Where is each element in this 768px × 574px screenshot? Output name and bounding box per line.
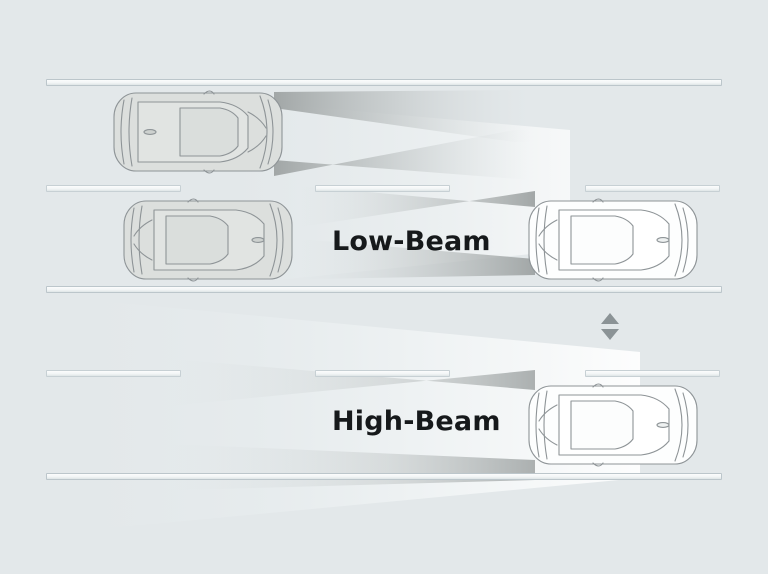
road-dash-5 <box>315 370 450 377</box>
road-dash-1 <box>46 185 181 192</box>
road-line-bottom-solid <box>46 473 722 480</box>
ego-car-low <box>523 196 703 284</box>
oncoming-car-upper <box>108 88 288 176</box>
road-dash-6 <box>585 370 720 377</box>
road-line-top-solid <box>46 79 722 86</box>
low-beam-label: Low-Beam <box>332 226 491 257</box>
road-line-mid-solid <box>46 286 722 293</box>
high-beam-label: High-Beam <box>332 406 501 437</box>
arrow-down-icon[interactable] <box>601 329 619 340</box>
beam-toggle[interactable] <box>601 313 619 340</box>
ego-car-high <box>523 381 703 469</box>
road-dash-3 <box>585 185 720 192</box>
oncoming-car-lower <box>118 196 298 284</box>
road-dash-4 <box>46 370 181 377</box>
arrow-up-icon[interactable] <box>601 313 619 324</box>
road-dash-2 <box>315 185 450 192</box>
oncoming-beam-upper <box>274 90 534 180</box>
